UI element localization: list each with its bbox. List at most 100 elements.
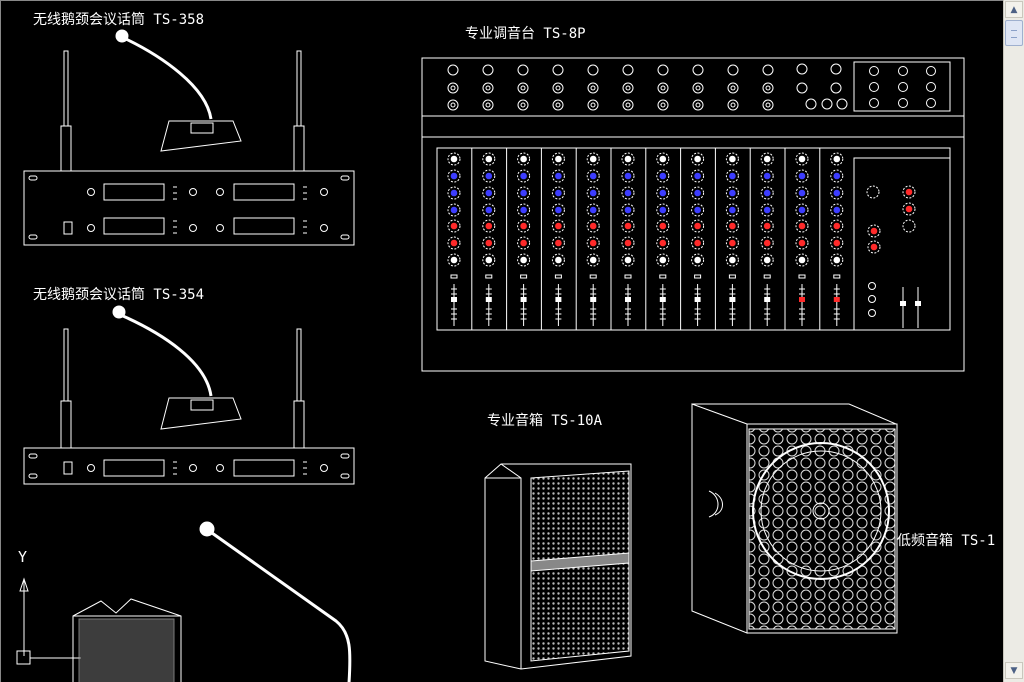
- drawing-canvas[interactable]: 无线鹅颈会议话筒 TS-358 无线鹅颈会议话筒 TS-354 专业调音台 TS…: [0, 0, 1003, 682]
- knob-ring: [691, 152, 705, 166]
- knob-ring: [447, 253, 461, 267]
- master-fader-cap: [915, 301, 921, 306]
- knob-ring: [621, 253, 635, 267]
- knob: [870, 227, 878, 235]
- knob: [729, 239, 736, 247]
- knob-ring: [830, 169, 844, 183]
- knob-ring: [725, 219, 739, 233]
- knob: [729, 206, 736, 214]
- knob-ring: [795, 253, 809, 267]
- knob-ring: [551, 169, 565, 183]
- jack: [727, 99, 739, 111]
- jack: [869, 66, 879, 76]
- knob: [659, 222, 667, 230]
- xlr-jack: [587, 64, 599, 76]
- arrow-down-icon: ▼: [1010, 665, 1018, 676]
- knob-ring: [656, 169, 670, 183]
- jack: [898, 82, 908, 92]
- mute-button: [485, 274, 493, 279]
- knob: [520, 206, 527, 214]
- jack: [552, 82, 564, 94]
- knob: [520, 222, 527, 230]
- knob: [763, 239, 771, 247]
- scroll-up-button[interactable]: ▲: [1005, 1, 1023, 18]
- jack: [898, 98, 908, 108]
- knob-ring: [621, 219, 635, 233]
- jack-center: [695, 85, 701, 91]
- jack: [657, 99, 669, 111]
- jack: [692, 99, 704, 111]
- knob-ring: [795, 186, 809, 200]
- knob-ring: [621, 236, 635, 250]
- xlr-jack: [692, 64, 704, 76]
- knob: [729, 222, 736, 230]
- knob-ring: [867, 224, 881, 238]
- knob: [798, 155, 806, 163]
- jack: [762, 82, 774, 94]
- knob-ring: [482, 219, 496, 233]
- knob-ring: [482, 236, 496, 250]
- knob-ring: [795, 169, 809, 183]
- knob-ring: [760, 219, 774, 233]
- knob-ring: [725, 253, 739, 267]
- mute-button: [833, 274, 841, 279]
- knob: [624, 155, 632, 163]
- knob-ring: [691, 186, 705, 200]
- jack-center: [450, 102, 456, 108]
- knob-ring: [760, 253, 774, 267]
- cad-drawing: [16, 29, 965, 682]
- knob: [589, 256, 597, 264]
- knob-ring: [656, 236, 670, 250]
- mute-button: [659, 274, 667, 279]
- jack-center: [555, 85, 561, 91]
- knob: [555, 172, 562, 180]
- scroll-down-button[interactable]: ▼: [1005, 662, 1023, 679]
- jack-center: [695, 102, 701, 108]
- knob: [694, 239, 701, 247]
- knob: [520, 239, 527, 247]
- xlr-jack: [622, 64, 634, 76]
- jack-center: [730, 102, 736, 108]
- vertical-scrollbar[interactable]: ▲ ▼: [1003, 0, 1024, 682]
- mute-button: [624, 274, 632, 279]
- knob-ring: [447, 203, 461, 217]
- knob-ring: [795, 203, 809, 217]
- subwoofer-ts1-drawing: [691, 403, 898, 634]
- knob: [905, 205, 913, 213]
- scroll-thumb[interactable]: [1005, 20, 1023, 46]
- jack: [830, 63, 842, 75]
- fader-cap: [764, 297, 771, 302]
- indicator-led: [868, 309, 876, 317]
- xlr-jack: [447, 64, 459, 76]
- jack: [821, 98, 833, 110]
- knob: [624, 239, 632, 247]
- knob-ring: [902, 219, 916, 233]
- knob: [485, 222, 493, 230]
- knob: [798, 206, 806, 214]
- jack: [482, 99, 494, 111]
- mute-button: [520, 274, 528, 279]
- knob-ring: [482, 152, 496, 166]
- jack: [762, 99, 774, 111]
- knob-ring: [447, 186, 461, 200]
- knob: [694, 256, 701, 264]
- fader-cap: [799, 297, 805, 302]
- speaker-ts10a-drawing: [484, 463, 632, 670]
- conference-unit-drawing: [72, 521, 352, 682]
- knob-ring: [830, 186, 844, 200]
- knob-ring: [551, 203, 565, 217]
- knob-ring: [447, 152, 461, 166]
- knob: [870, 243, 878, 251]
- knob-ring: [551, 236, 565, 250]
- knob-ring: [760, 169, 774, 183]
- knob: [659, 172, 667, 180]
- knob-ring: [586, 186, 600, 200]
- knob: [450, 222, 458, 230]
- knob: [763, 206, 771, 214]
- knob: [624, 206, 632, 214]
- arrow-up-icon: ▲: [1010, 4, 1018, 15]
- knob-ring: [551, 253, 565, 267]
- knob: [555, 256, 562, 264]
- knob: [450, 256, 458, 264]
- knob: [520, 256, 527, 264]
